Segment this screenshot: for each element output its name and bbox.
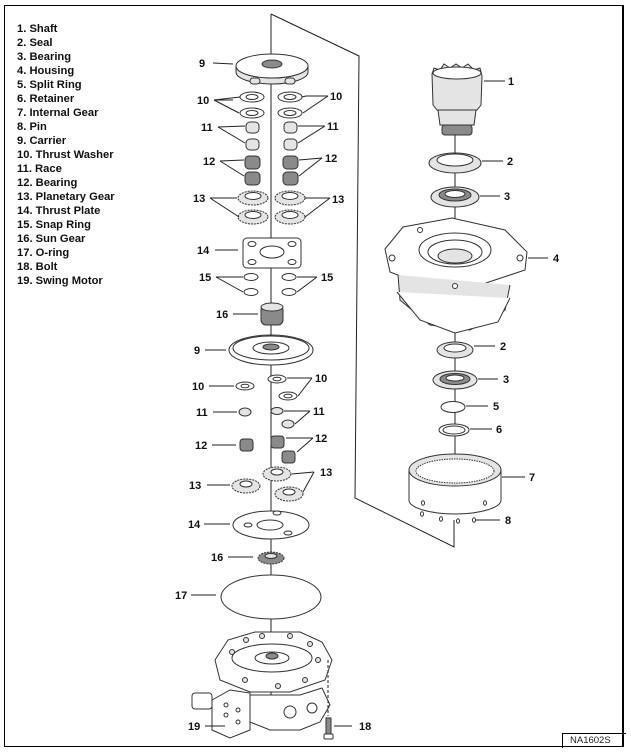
- callout-13: 13: [332, 194, 344, 206]
- bearing-upper: [430, 186, 480, 208]
- callout-16: 16: [211, 552, 223, 564]
- callout-5: 5: [493, 401, 499, 413]
- legend-item: 16. Sun Gear: [17, 233, 86, 245]
- callout-12: 12: [325, 153, 337, 165]
- carrier-lower: [228, 334, 314, 366]
- legend-item: 5. Split Ring: [17, 79, 82, 91]
- shaft: [431, 63, 483, 136]
- callout-14: 14: [197, 245, 210, 257]
- split-ring: [440, 401, 466, 413]
- callout-16: 16: [216, 309, 228, 321]
- callout-13: 13: [189, 480, 201, 492]
- callout-2: 2: [507, 156, 513, 168]
- legend-item: 1. Shaft: [17, 23, 58, 35]
- housing: [384, 217, 528, 334]
- drawing-frame: [4, 5, 624, 747]
- callout-3: 3: [504, 191, 510, 203]
- legend-item: 7. Internal Gear: [17, 107, 99, 119]
- callout-17: 17: [175, 590, 187, 602]
- callout-2: 2: [500, 341, 506, 353]
- o-ring: [220, 574, 322, 620]
- planetary-gears-upper: [237, 190, 306, 225]
- seal-lower: [436, 341, 474, 359]
- callout-6: 6: [496, 424, 502, 436]
- callout-1: 1: [508, 76, 514, 88]
- callout-12: 12: [315, 433, 327, 445]
- sun-gear-upper: [260, 302, 284, 326]
- legend-item: 13. Planetary Gear: [17, 191, 115, 203]
- callout-18: 18: [359, 721, 371, 733]
- carrier-upper: [235, 53, 309, 85]
- callout-10: 10: [192, 381, 204, 393]
- parts-legend: 1. Shaft 2. Seal 3. Bearing 4. Housing 5…: [17, 22, 115, 288]
- seal-upper: [428, 152, 482, 174]
- legend-item: 3. Bearing: [17, 51, 72, 63]
- callout-10: 10: [197, 95, 209, 107]
- callout-9: 9: [199, 58, 205, 70]
- thrust-washers-lower: [235, 374, 298, 401]
- callout-14: 14: [188, 519, 201, 531]
- callout-11: 11: [313, 406, 325, 418]
- bearings-upper: [244, 155, 299, 186]
- callout-3: 3: [503, 374, 509, 386]
- bearing-lower: [432, 370, 478, 390]
- legend-item: 2. Seal: [17, 37, 53, 49]
- legend-item: 6. Retainer: [17, 93, 75, 105]
- thrust-plate-lower: [232, 510, 310, 540]
- callout-8: 8: [505, 515, 511, 527]
- legend-item: 4. Housing: [17, 65, 75, 77]
- bolt: [323, 660, 334, 740]
- swing-motor: [191, 631, 333, 739]
- callout-13: 13: [320, 467, 332, 479]
- callout-7: 7: [529, 472, 535, 484]
- legend-item: 17. O-ring: [17, 247, 70, 259]
- thrust-plate-upper: [242, 237, 302, 269]
- legend-item: 19. Swing Motor: [17, 275, 103, 287]
- legend-item: 12. Bearing: [17, 177, 78, 189]
- races-upper: [245, 121, 298, 151]
- callout-9: 9: [194, 345, 200, 357]
- legend-item: 18. Bolt: [17, 261, 58, 273]
- callout-11: 11: [196, 407, 208, 419]
- internal-gear: [408, 453, 502, 515]
- callout-13: 13: [193, 193, 205, 205]
- assembly-outline: [270, 13, 455, 548]
- legend-item: 14. Thrust Plate: [17, 205, 101, 217]
- callout-10: 10: [315, 373, 327, 385]
- pins: [420, 500, 487, 524]
- planetary-gears-lower: [231, 466, 304, 502]
- legend-item: 11. Race: [17, 163, 62, 175]
- legend-item: 9. Carrier: [17, 135, 67, 147]
- callout-4: 4: [553, 253, 560, 265]
- leader-lines: [191, 62, 548, 727]
- bearings-lower: [239, 435, 296, 464]
- callout-11: 11: [327, 121, 339, 133]
- races-lower: [238, 407, 295, 429]
- figure-code: NA1602S: [562, 733, 626, 748]
- callout-19: 19: [188, 721, 200, 733]
- callout-15: 15: [199, 272, 211, 284]
- callout-12: 12: [195, 440, 207, 452]
- snap-rings: [243, 273, 297, 296]
- callout-10: 10: [330, 91, 342, 103]
- sun-gear-lower: [257, 551, 285, 565]
- legend-item: 15. Snap Ring: [17, 219, 91, 231]
- legend-item: 10. Thrust Washer: [17, 149, 114, 161]
- retainer: [438, 423, 470, 437]
- callout-11: 11: [201, 122, 213, 134]
- callout-12: 12: [203, 156, 215, 168]
- legend-item: 8. Pin: [17, 121, 47, 133]
- callout-15: 15: [321, 272, 333, 284]
